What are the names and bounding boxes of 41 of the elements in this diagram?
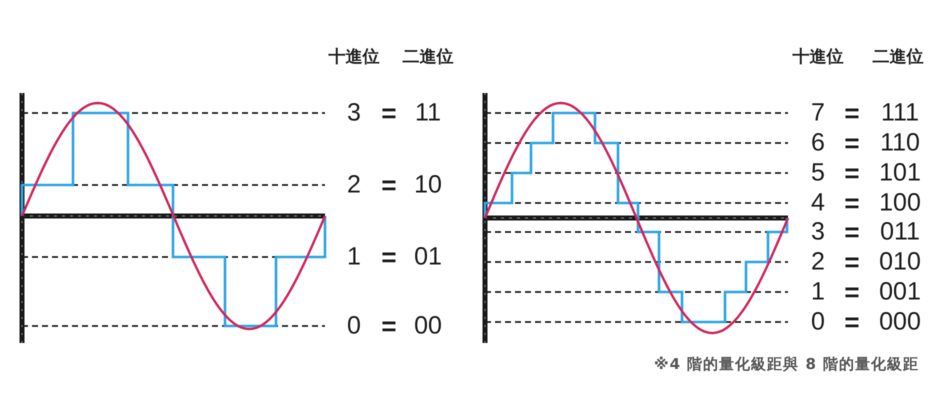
- binary-value: 100: [879, 190, 921, 216]
- binary-value: 01: [414, 244, 442, 270]
- equals-sign: =: [844, 100, 860, 126]
- decimal-value: 1: [811, 280, 825, 304]
- decimal-value: 6: [811, 130, 825, 156]
- decimal-value: 0: [347, 314, 361, 338]
- binary-value: 111: [881, 100, 919, 126]
- decimal-value: 3: [347, 100, 361, 126]
- equals-sign: =: [381, 244, 397, 270]
- binary-value: 011: [880, 220, 920, 244]
- equals-sign: =: [381, 100, 397, 126]
- decimal-value: 7: [811, 100, 825, 126]
- equals-sign: =: [381, 313, 397, 339]
- binary-value: 10: [414, 172, 442, 198]
- figure-caption: ※4 階的量化級距與 8 階的量化級距: [654, 355, 920, 373]
- decimal-value: 4: [811, 190, 825, 216]
- equals-sign: =: [381, 172, 397, 198]
- binary-value: 110: [880, 130, 920, 156]
- column-header: 十進位: [792, 46, 844, 68]
- binary-value: 101: [879, 160, 921, 186]
- equals-sign: =: [844, 190, 860, 216]
- equals-sign: =: [844, 219, 860, 245]
- equals-sign: =: [844, 249, 860, 275]
- decimal-value: 2: [811, 250, 825, 274]
- column-header: 二進位: [402, 46, 454, 68]
- equals-sign: =: [844, 279, 860, 305]
- column-header: 二進位: [872, 46, 924, 68]
- equals-sign: =: [844, 130, 860, 156]
- decimal-value: 0: [811, 310, 825, 334]
- binary-value: 000: [879, 310, 921, 334]
- decimal-value: 5: [811, 160, 825, 186]
- decimal-value: 3: [811, 220, 825, 244]
- decimal-value: 2: [347, 172, 361, 198]
- column-header: 十進位: [328, 46, 380, 68]
- binary-value: 00: [414, 314, 442, 338]
- binary-value: 11: [415, 100, 441, 126]
- equals-sign: =: [844, 309, 860, 335]
- equals-sign: =: [844, 160, 860, 186]
- decimal-value: 1: [347, 244, 361, 270]
- binary-value: 010: [879, 250, 921, 274]
- binary-value: 001: [879, 280, 921, 304]
